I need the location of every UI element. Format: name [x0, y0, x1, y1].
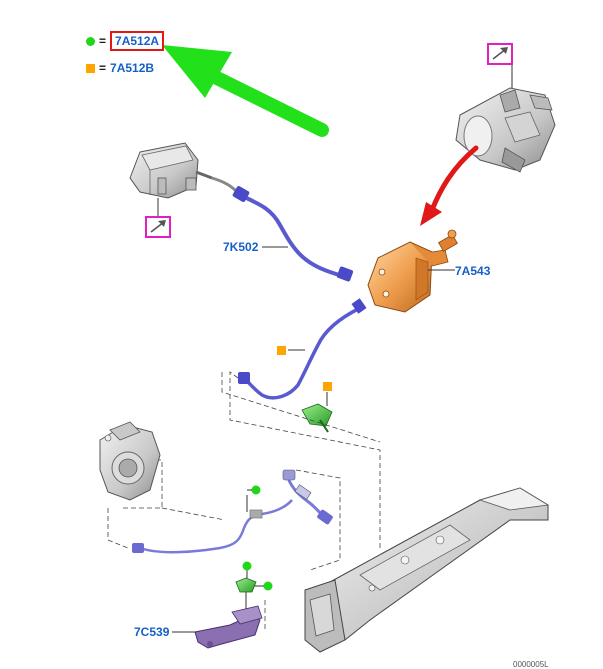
clutch-housing [99, 421, 161, 501]
master-cylinder-7a543 [367, 229, 458, 313]
bracket-7c539 [194, 605, 263, 649]
green-pointer-arrow [162, 45, 329, 137]
chassis-rail [304, 487, 550, 653]
red-pointer-arrow [420, 145, 479, 226]
pedal-assembly [455, 87, 556, 173]
legend-equals: = [99, 34, 107, 48]
hose-right-lower [282, 469, 333, 525]
orange-marker [277, 346, 286, 355]
hose-7a512b [238, 298, 367, 400]
orange-square-icon [86, 63, 95, 73]
fluid-reservoir [129, 142, 213, 199]
zoom-arrow-icon[interactable] [487, 43, 513, 65]
legend-row-orange: = 7A512B [86, 60, 154, 76]
callout-7k502[interactable]: 7K502 [223, 240, 259, 254]
hose-lower [132, 499, 293, 554]
zoom-arrow-icon[interactable] [145, 216, 171, 238]
legend-code-7a512b[interactable]: 7A512B [110, 61, 155, 75]
diagram-reference: 0000005L [513, 660, 549, 669]
green-marker-group [235, 485, 273, 612]
legend-row-green: = 7A512A [86, 31, 165, 51]
callout-7c539[interactable]: 7C539 [134, 625, 170, 639]
callout-7a543[interactable]: 7A543 [455, 264, 491, 278]
orange-marker [323, 382, 332, 391]
hose-7k502 [211, 176, 354, 282]
legend-equals: = [99, 61, 107, 75]
green-dot-icon [86, 36, 95, 46]
legend-code-7a512a[interactable]: 7A512A [110, 31, 165, 51]
green-clip-upper [301, 403, 333, 433]
